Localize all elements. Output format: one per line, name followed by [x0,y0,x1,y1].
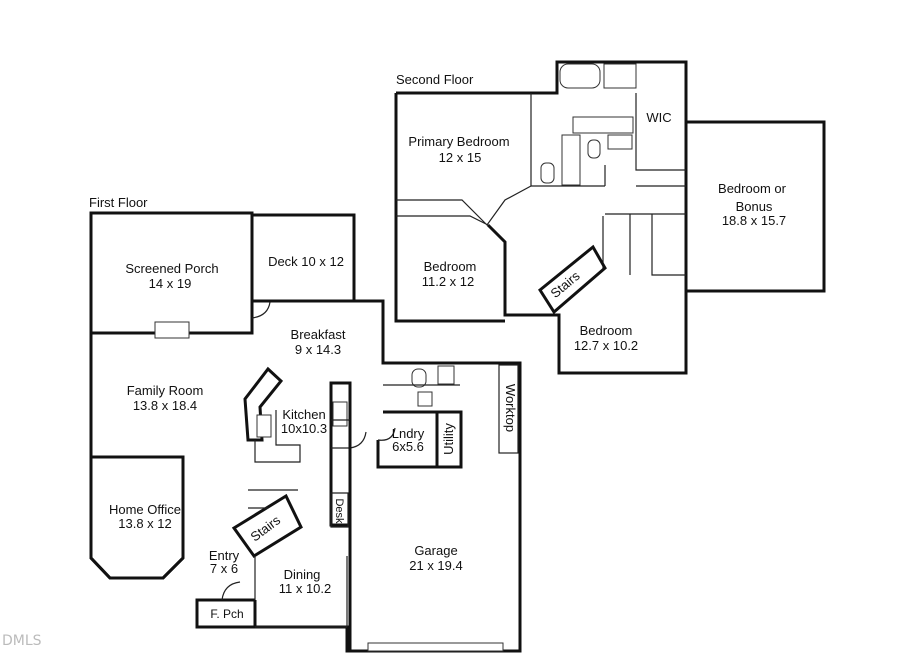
bedroom-3-dim: 12.7 x 10.2 [574,338,638,353]
breakfast-dim: 9 x 14.3 [295,342,341,357]
toilet [540,162,555,184]
first-floor: First Floor [89,195,522,653]
dining-dim: 11 x 10.2 [279,581,332,596]
bathtub [559,63,601,89]
hall-walls [602,213,686,276]
desk-outline [330,492,349,528]
shower-2 [561,134,581,186]
entry-door-swing [221,581,241,601]
wic-label: WIC [646,110,671,125]
bedroom-3-name: Bedroom [580,323,633,338]
entry-name: Entry [209,548,240,563]
second-floor-stairs [538,244,607,315]
vanity-2 [607,134,633,150]
second-floor-outer-walls [394,60,826,375]
garage-door [367,642,504,652]
dining-name: Dining [284,567,321,582]
garage-name: Garage [414,543,457,558]
toilet-fixture [411,368,427,388]
breakfast-name: Breakfast [291,327,346,342]
shower [603,63,637,89]
front-porch-name: F. Pch [210,607,243,621]
home-office-name: Home Office [109,502,181,517]
stairs-rail [248,489,298,509]
bedroom-bonus-dim: 18.8 x 15.7 [722,213,786,228]
laundry-sink [417,391,433,407]
kitchen-counter [254,410,301,463]
utility-walls [437,410,463,469]
utility-name: Utility [441,423,456,455]
bedroom-2-walls [396,185,532,226]
stairs-second-label: Stairs [548,268,583,301]
toilet-2 [587,139,601,159]
home-office-walls [89,457,185,580]
laundry-door-swing [377,427,396,441]
watermark: DMLS [2,633,42,649]
double-vanity [572,116,634,134]
primary-bath-walls [530,93,686,187]
laundry-name: Lndry [392,426,425,441]
first-floor-stairs [231,493,303,559]
bedroom-bonus-name: Bedroom or [718,181,787,196]
porch-door [154,321,190,339]
screened-porch-name: Screened Porch [125,261,218,276]
family-room-dim: 13.8 x 18.4 [133,398,197,413]
desk-label: Desk [333,498,345,524]
laundry-dim: 6x5.6 [392,439,424,454]
home-office-dim: 13.8 x 12 [118,516,172,531]
workshop-name: Worktop [503,384,518,432]
front-porch-walls [195,600,257,629]
deck-door-swing [251,301,271,319]
primary-bedroom-name: Primary Bedroom [408,134,509,149]
first-floor-title: First Floor [89,195,148,210]
dining-wall [254,556,348,628]
kitchen-sink [256,414,272,438]
screened-porch-dim: 14 x 19 [149,276,192,291]
second-floor-title: Second Floor [396,72,474,87]
workshop-bench [498,364,519,454]
sink-fixture [437,365,455,385]
bedroom-2-dim: 11.2 x 12 [422,274,475,289]
second-floor: Second Floor [394,60,826,375]
primary-bedroom-dim: 12 x 15 [439,150,482,165]
bedroom-bonus-name-2: Bonus [736,199,773,214]
kitchen-opening [331,419,350,449]
bedroom-2-name: Bedroom [424,259,477,274]
garage-entry-swing [349,431,367,449]
room-labels: Screened Porch 14 x 19 Deck 10 x 12 Brea… [109,110,787,621]
kitchen-island [243,366,284,442]
kitchen-name: Kitchen [282,407,325,422]
deck-name: Deck 10 x 12 [268,254,344,269]
kitchen-range [332,401,348,427]
screened-porch-walls [89,211,254,335]
entry-dim: 7 x 6 [210,561,238,576]
family-room-name: Family Room [127,383,204,398]
kitchen-dim: 10x10.3 [281,421,327,436]
garage-dim: 21 x 19.4 [409,558,463,573]
